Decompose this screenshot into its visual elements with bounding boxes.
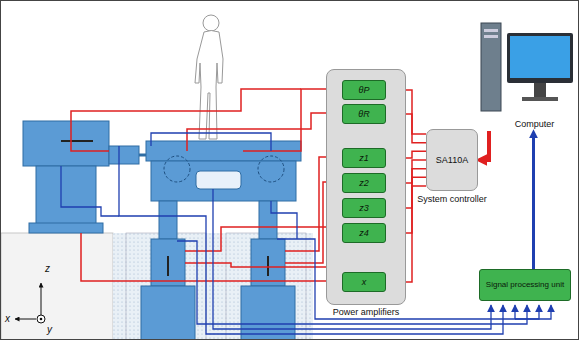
node-label: Computer (479, 119, 576, 129)
node-label: x (362, 277, 367, 287)
axis-label: y (47, 324, 52, 335)
amplifier-box: θP (342, 80, 386, 100)
amplifier-box: z1 (342, 148, 386, 168)
node-label: Power amplifiers (317, 307, 415, 317)
amplifier-box: z2 (342, 173, 386, 193)
signal-arrow (532, 132, 535, 269)
signal-arrow (479, 131, 489, 160)
node-label: System controller (407, 194, 497, 204)
node-label: SA110A (436, 155, 468, 165)
amplifier-panel: Power amplifiersθPθRz1z2z3z4x (326, 69, 406, 305)
controller-box: SA110ASystem controller (426, 129, 478, 191)
node-label: z3 (359, 203, 369, 213)
node-label: θP (359, 85, 370, 95)
node-label: z2 (359, 178, 369, 188)
axis-label: x (5, 313, 10, 324)
amplifier-box: x (342, 272, 386, 292)
amplifier-box: θR (342, 104, 386, 124)
signal-unit-box: Signal processing unit (479, 269, 571, 301)
node-label: θR (358, 109, 369, 119)
amplifier-box: z3 (342, 198, 386, 218)
node-label: z4 (359, 228, 369, 238)
node-label: Signal processing unit (482, 280, 568, 289)
node-label: z1 (359, 153, 369, 163)
axis-label: z (45, 263, 50, 274)
amplifier-box: z4 (342, 223, 386, 243)
computer-icon: Computer (479, 17, 576, 131)
computer-drawing (479, 17, 576, 113)
